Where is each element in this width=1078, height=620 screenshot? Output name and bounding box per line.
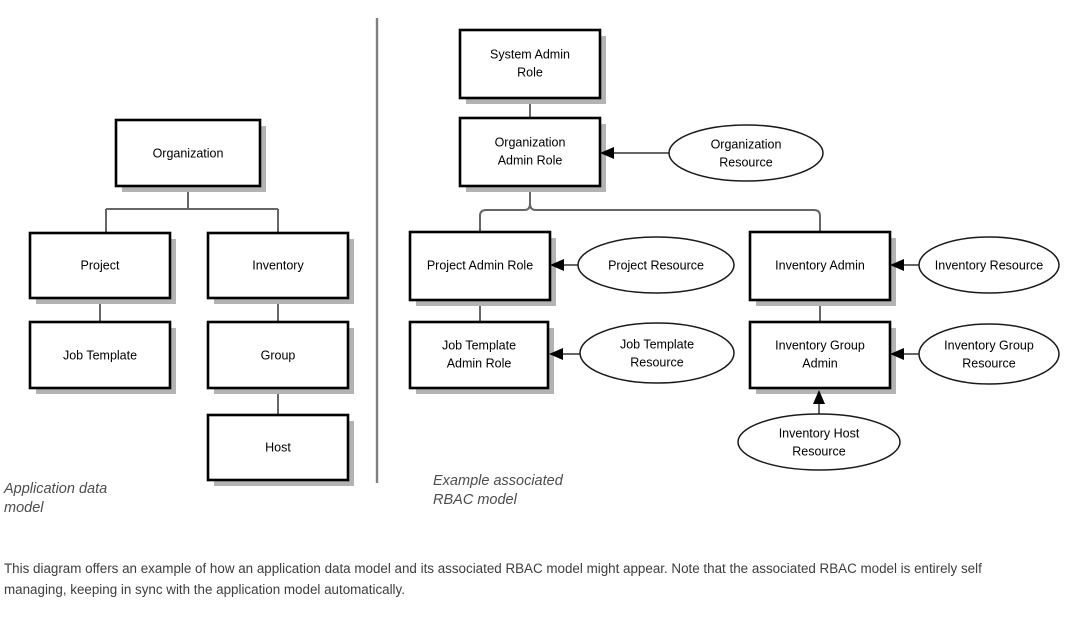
resource-ellipse [579,322,735,384]
node-job-template[interactable]: Job Template [28,320,176,394]
node-label-line2: Admin Role [498,153,563,167]
resource-project-resource[interactable]: Project Resource [550,236,735,294]
arrow-head-organization-resource [600,147,614,159]
arrow-head-inventory-resource [890,259,904,271]
resource-ellipse [668,124,824,182]
node-inventory[interactable]: Inventory [206,231,354,304]
resource-ellipse [918,323,1060,385]
resource-label: Inventory Host [779,426,860,440]
resource-label-line2: Resource [630,355,684,369]
node-label: Project Admin Role [427,258,533,272]
resource-ellipse [918,236,1060,294]
resource-ellipse [577,236,735,294]
resource-organization-resource[interactable]: Organization Resource [600,124,824,182]
node-job-template-admin-role[interactable]: Job Template Admin Role [408,320,554,394]
node-box [408,230,552,302]
node-organization[interactable]: Organization [114,118,266,192]
resource-label: Inventory Group [944,338,1034,352]
node-box [28,320,172,390]
resource-job-template-resource[interactable]: Job Template Resource [549,322,735,384]
arrow-head-inventory-host-resource [813,390,825,404]
arrow-head-project-resource [550,259,564,271]
node-label: System Admin [490,47,570,61]
node-label: Organization [495,135,566,149]
node-label: Inventory Admin [775,258,865,272]
caption-application-data-model: Application data model [4,481,108,516]
edge-orgadmin-branch-right [529,203,821,232]
arrow-head-job-template-resource [549,348,563,360]
node-label: Organization [153,146,224,160]
node-inventory-group-admin[interactable]: Inventory Group Admin [748,320,896,394]
node-box [206,413,350,482]
caption-rbac-model: Example associated RBAC model [433,473,563,508]
node-label: Job Template [442,338,516,352]
node-label: Inventory Group [775,338,865,352]
node-group[interactable]: Group [206,320,354,394]
resource-label: Organization [711,137,782,151]
node-box [408,320,550,390]
node-label: Inventory [252,258,304,272]
node-box [458,116,602,188]
resource-label: Inventory Resource [935,258,1043,272]
resource-inventory-resource[interactable]: Inventory Resource [890,236,1060,294]
diagram-footnote: This diagram offers an example of how an… [4,561,982,597]
node-box [748,230,892,302]
node-box [206,320,350,390]
resource-label: Job Template [620,337,694,351]
resource-inventory-host-resource[interactable]: Inventory Host Resource [737,390,901,471]
node-label: Host [265,440,291,454]
node-box [28,231,172,300]
edge-orgadmin-branch-left [479,203,531,232]
resource-inventory-group-resource[interactable]: Inventory Group Resource [890,323,1060,385]
node-label: Job Template [63,348,137,362]
node-label-line2: Admin Role [447,356,512,370]
node-box [206,231,350,300]
node-inventory-admin[interactable]: Inventory Admin [748,230,896,306]
node-label-line2: Role [517,65,543,79]
resource-ellipse [737,413,901,471]
arrow-head-inventory-group-resource [890,348,904,360]
edge-organization-split [105,186,279,233]
node-label: Project [81,258,120,272]
resource-label-line2: Resource [962,356,1016,370]
node-label: Group [261,348,296,362]
node-organization-admin-role[interactable]: Organization Admin Role [458,116,606,192]
node-system-admin-role[interactable]: System Admin Role [458,28,606,104]
node-box [748,320,892,390]
node-project-admin-role[interactable]: Project Admin Role [408,230,556,306]
node-box [114,118,262,188]
node-box [458,28,602,100]
resource-label-line2: Resource [719,155,773,169]
node-label-line2: Admin [802,356,837,370]
resource-label: Project Resource [608,258,704,272]
resource-label-line2: Resource [792,444,846,458]
node-host[interactable]: Host [206,413,354,486]
node-project[interactable]: Project [28,231,176,304]
